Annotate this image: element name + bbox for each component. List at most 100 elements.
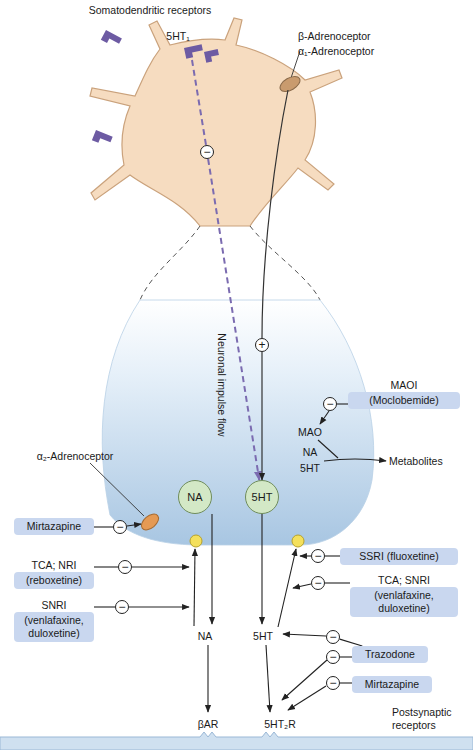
inhibit-arrow xyxy=(129,606,189,607)
sign-symbol: + xyxy=(258,339,265,351)
transmitter-label: 5HT xyxy=(300,462,320,475)
membrane-label: Postsynaptic receptors xyxy=(392,706,468,732)
drug-box: Mirtazapine xyxy=(352,676,432,693)
receptor-5ht1 xyxy=(184,44,204,59)
inhibit-arrow xyxy=(293,584,311,588)
drug-box: SNRI(venlafaxine, duloxetine) xyxy=(14,599,94,642)
inhibition-circle: − xyxy=(311,549,325,563)
drug-name: (venlafaxine, duloxetine) xyxy=(350,587,458,617)
release-arrow xyxy=(211,514,212,624)
receptor-label: βAR xyxy=(198,718,219,731)
release-arrow xyxy=(266,645,270,712)
receptor-5ht1 xyxy=(204,49,220,63)
enzyme-line xyxy=(318,440,338,458)
inhibit-arrow xyxy=(288,686,326,710)
connector-line xyxy=(261,352,262,480)
drug-class: MAOI xyxy=(348,379,460,392)
sign-symbol: − xyxy=(314,577,321,589)
connector-line xyxy=(340,639,363,646)
transmitter-name: 5HT xyxy=(252,491,273,503)
drug-name: Mirtazapine xyxy=(352,676,432,693)
receptor-label: 5HT₂R xyxy=(264,718,296,731)
adrenoceptor xyxy=(277,73,302,94)
axon-outline xyxy=(140,226,200,300)
inhibit-arrow xyxy=(127,524,141,526)
drug-name: (venlafaxine, duloxetine) xyxy=(14,612,94,642)
inhibition-circle: − xyxy=(311,576,325,590)
inhibit-arrow xyxy=(132,566,189,567)
membrane-band xyxy=(0,732,473,750)
connector-line xyxy=(340,656,352,657)
transmitter-label: NA xyxy=(198,630,213,643)
drug-box: Mirtazapine xyxy=(14,518,94,535)
inhibition-circle: − xyxy=(113,520,127,534)
receptor-label: β-Adrenoceptor xyxy=(298,30,371,43)
flow-label: Neuronal impulse flow xyxy=(215,333,228,436)
connector-line xyxy=(94,526,113,527)
transporter xyxy=(292,535,304,547)
sign-symbol: − xyxy=(121,561,128,573)
connector-line xyxy=(340,682,352,683)
inhibition-circle: − xyxy=(326,630,340,644)
sign-symbol: − xyxy=(329,677,336,689)
inhibition-circle: − xyxy=(200,145,214,159)
drug-class: TCA; NRI xyxy=(14,559,94,572)
inhibitory-connector xyxy=(208,159,259,480)
drug-name: Mirtazapine xyxy=(14,518,94,535)
inhibition-circle: − xyxy=(326,650,340,664)
transmitter-name: NA xyxy=(187,491,202,503)
section-title: Somatodendritic receptors xyxy=(89,4,212,17)
drug-class: TCA; SNRI xyxy=(350,574,458,587)
postsynaptic-membrane: Postsynaptic receptors xyxy=(0,704,473,750)
transmitter-label: 5HT xyxy=(253,630,273,643)
connector-line xyxy=(325,582,350,583)
connector-line xyxy=(325,555,340,556)
receptor-label: α₂-Adrenoceptor xyxy=(37,450,114,463)
product-label: Metabolites xyxy=(389,455,443,468)
sign-symbol: − xyxy=(118,601,125,613)
drug-name: SSRI (fluoxetine) xyxy=(340,548,458,565)
drug-name: Trazodone xyxy=(352,646,428,663)
release-arrow xyxy=(207,645,208,712)
drug-box: SSRI (fluoxetine) xyxy=(340,548,458,565)
drug-class: SNRI xyxy=(14,599,94,612)
receptor-label: α₁-Adrenoceptor xyxy=(298,45,374,58)
drug-box: Trazodone xyxy=(352,646,428,663)
sign-symbol: − xyxy=(329,651,336,663)
release-arrow xyxy=(261,514,262,624)
reuptake-arrow xyxy=(194,549,195,626)
inhibit-arrow xyxy=(320,411,329,424)
connector-line xyxy=(94,566,118,567)
inhibit-arrow xyxy=(300,555,311,556)
drug-name: (reboxetine) xyxy=(14,572,94,589)
inhibition-circle: − xyxy=(326,676,340,690)
inhibition-circle: − xyxy=(118,560,132,574)
receptor-5ht1 xyxy=(92,130,113,147)
axon-outline xyxy=(250,226,320,300)
enzyme-label: MAO xyxy=(298,426,322,439)
connector-line xyxy=(94,606,115,607)
inhibit-arrow xyxy=(283,634,326,636)
sign-symbol: − xyxy=(329,631,336,643)
sign-symbol: − xyxy=(314,550,321,562)
receptor-label: 5HT₁ xyxy=(166,30,189,43)
impulse-path xyxy=(192,60,206,145)
alpha2-receptor xyxy=(138,511,161,533)
metabolism-arrow xyxy=(324,459,386,461)
transporter xyxy=(190,535,202,547)
leader-line xyxy=(90,463,144,516)
sign-symbol: − xyxy=(203,146,210,158)
drug-box: TCA; NRI(reboxetine) xyxy=(14,559,94,589)
nerve-terminal xyxy=(102,300,374,545)
inhibition-circle: + xyxy=(255,338,269,352)
inhibition-circle: − xyxy=(115,600,129,614)
transmitter-label: NA xyxy=(303,446,318,459)
inhibit-arrow xyxy=(282,660,327,700)
sign-symbol: − xyxy=(116,521,123,533)
transmitter-vesicle: NA xyxy=(178,480,212,514)
receptor-5ht1 xyxy=(101,30,122,48)
connector-line xyxy=(337,403,348,404)
